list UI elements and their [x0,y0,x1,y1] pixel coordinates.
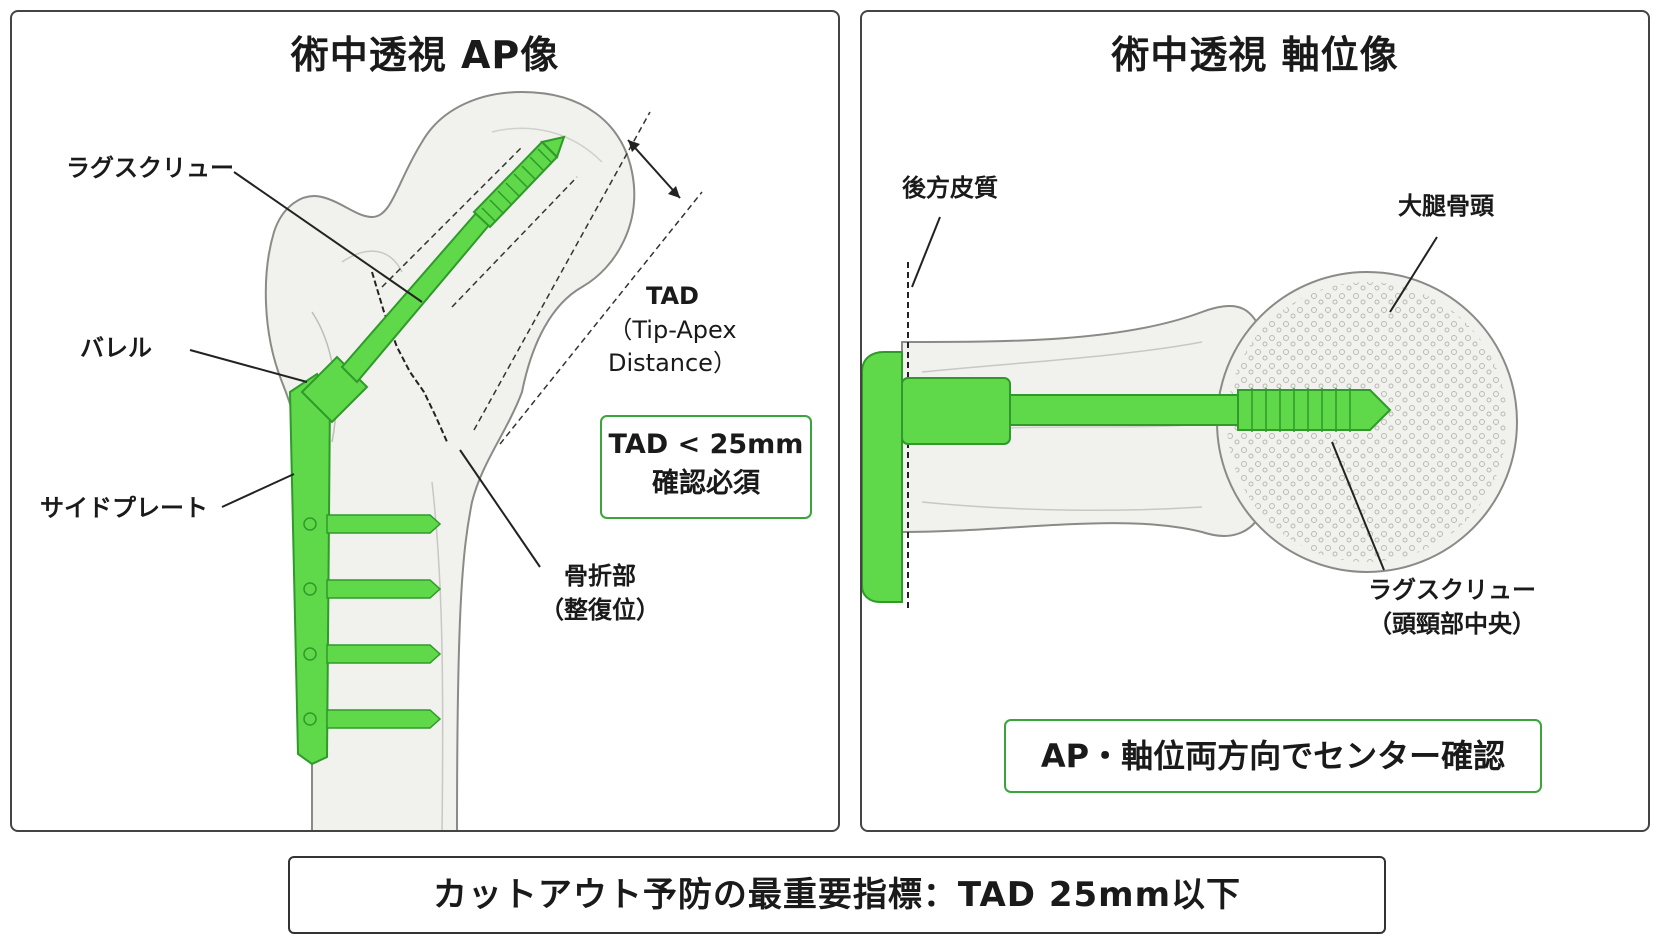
label-tad-main: TAD [645,282,699,310]
label-fracture-main: 骨折部 [564,562,636,590]
label-posterior-cortex: 後方皮質 [902,174,998,202]
label-axial-lag-screw: ラグスクリュー （頭頸部中央） [1368,574,1536,641]
ap-panel-title: 術中透視 AP像 [290,33,560,77]
tad-requirement-line2: 確認必須 [652,468,760,500]
axial-lag-screw-thread [1237,389,1392,431]
fracture-line [371,271,449,445]
label-tad-sub2: Distance） [608,349,737,378]
leader-lag-screw [233,171,423,303]
label-fracture-sub: （整復位） [540,595,660,624]
label-axial-lag-screw-sub: （頭頸部中央） [1368,609,1536,638]
axial-diagram [862,216,1518,612]
leader-fracture [459,449,541,568]
ap-view-panel: 術中透視 AP像 [10,10,840,832]
axial-barrel [901,377,1011,445]
label-barrel: バレル [80,334,152,362]
leader-posterior-cortex [911,216,941,288]
label-axial-lag-screw-main: ラグスクリュー [1368,576,1536,604]
leader-side-plate [221,473,295,508]
leader-femoral-head [1389,236,1438,313]
label-tad-sub1: （Tip-Apex [608,315,737,344]
axial-side-plate [862,351,903,603]
footer-key-indicator: カットアウト予防の最重要指標：TAD 25mm以下 [288,856,1386,934]
tad-dashed-line-1 [473,111,651,431]
leader-barrel [189,349,308,383]
axial-view-panel: 術中透視 軸位像 [860,10,1650,832]
label-tad: TAD （Tip-Apex Distance） [608,280,737,381]
tad-requirement-box: TAD < 25mm 確認必須 [600,415,812,519]
axial-lag-screw-shaft [1009,394,1239,426]
label-fracture: 骨折部 （整復位） [540,560,660,627]
center-check-box: AP・軸位両方向でセンター確認 [1004,719,1542,793]
label-femoral-head: 大腿骨頭 [1398,192,1494,220]
tad-requirement-line1: TAD < 25mm [608,429,804,460]
tad-arrow [627,139,681,199]
tad-dashed-line-2 [499,191,703,445]
ap-diagram [189,90,703,830]
cortical-screws [303,514,442,729]
axial-panel-title: 術中透視 軸位像 [1111,33,1399,77]
label-side-plate: サイドプレート [40,494,208,522]
side-plate [288,372,332,766]
label-lag-screw: ラグスクリュー [66,154,234,182]
leader-axial-lag-screw [1331,441,1385,571]
